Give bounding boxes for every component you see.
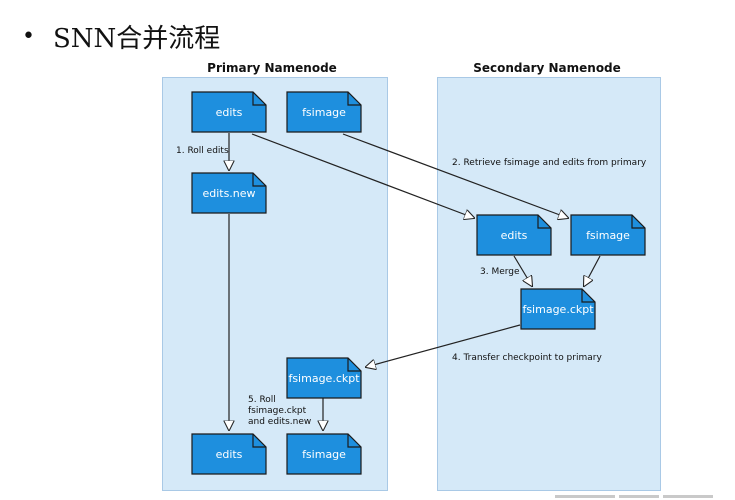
doc-label: fsimage.ckpt bbox=[522, 302, 594, 316]
footer-marks bbox=[555, 495, 713, 498]
doc-primary-fsimage-final: fsimage bbox=[286, 433, 362, 475]
doc-primary-fsimage-ckpt: fsimage.ckpt bbox=[286, 357, 362, 399]
arrow-fsimage-to-secondary bbox=[342, 133, 568, 218]
doc-label: fsimage bbox=[302, 447, 346, 461]
doc-secondary-edits: edits bbox=[476, 214, 552, 256]
step4-label: 4. Transfer checkpoint to primary bbox=[452, 353, 602, 363]
doc-primary-edits: edits bbox=[191, 91, 267, 133]
primary-panel bbox=[162, 77, 388, 491]
doc-primary-edits-new: edits.new bbox=[191, 172, 267, 214]
doc-primary-edits-final: edits bbox=[191, 433, 267, 475]
secondary-panel bbox=[437, 77, 661, 491]
doc-primary-fsimage: fsimage bbox=[286, 91, 362, 133]
step5-label: 5. Roll fsimage.ckpt and edits.new bbox=[248, 395, 311, 428]
doc-label: edits bbox=[500, 228, 528, 242]
arrow-transfer-checkpoint bbox=[366, 324, 521, 367]
secondary-panel-title: Secondary Namenode bbox=[473, 61, 621, 75]
doc-label: fsimage bbox=[302, 105, 346, 119]
doc-secondary-fsimage: fsimage bbox=[570, 214, 646, 256]
footer-mark bbox=[619, 495, 659, 498]
doc-label: fsimage.ckpt bbox=[288, 371, 360, 385]
doc-label: edits.new bbox=[202, 186, 256, 200]
arrow-edits-to-secondary bbox=[251, 133, 474, 218]
step3-label: 3. Merge bbox=[480, 267, 520, 277]
slide-title-text: SNN合并流程 bbox=[52, 24, 221, 54]
arrow-edits-merge bbox=[513, 255, 532, 286]
step1-label: 1. Roll edits bbox=[176, 146, 229, 156]
doc-label: fsimage bbox=[586, 228, 630, 242]
bullet: • bbox=[22, 24, 35, 49]
step5-line2: fsimage.ckpt bbox=[248, 406, 307, 416]
footer-mark bbox=[555, 495, 615, 498]
primary-panel-title: Primary Namenode bbox=[207, 61, 337, 75]
footer-mark bbox=[663, 495, 713, 498]
step5-line1: 5. Roll bbox=[248, 395, 276, 405]
arrow-fsimage-merge bbox=[584, 255, 601, 286]
doc-secondary-fsimage-ckpt: fsimage.ckpt bbox=[520, 288, 596, 330]
slide-title: • SNN合并流程 bbox=[22, 18, 220, 55]
doc-label: edits bbox=[215, 105, 243, 119]
doc-label: edits bbox=[215, 447, 243, 461]
step2-label: 2. Retrieve fsimage and edits from prima… bbox=[452, 158, 647, 168]
step5-line3: and edits.new bbox=[248, 417, 312, 427]
